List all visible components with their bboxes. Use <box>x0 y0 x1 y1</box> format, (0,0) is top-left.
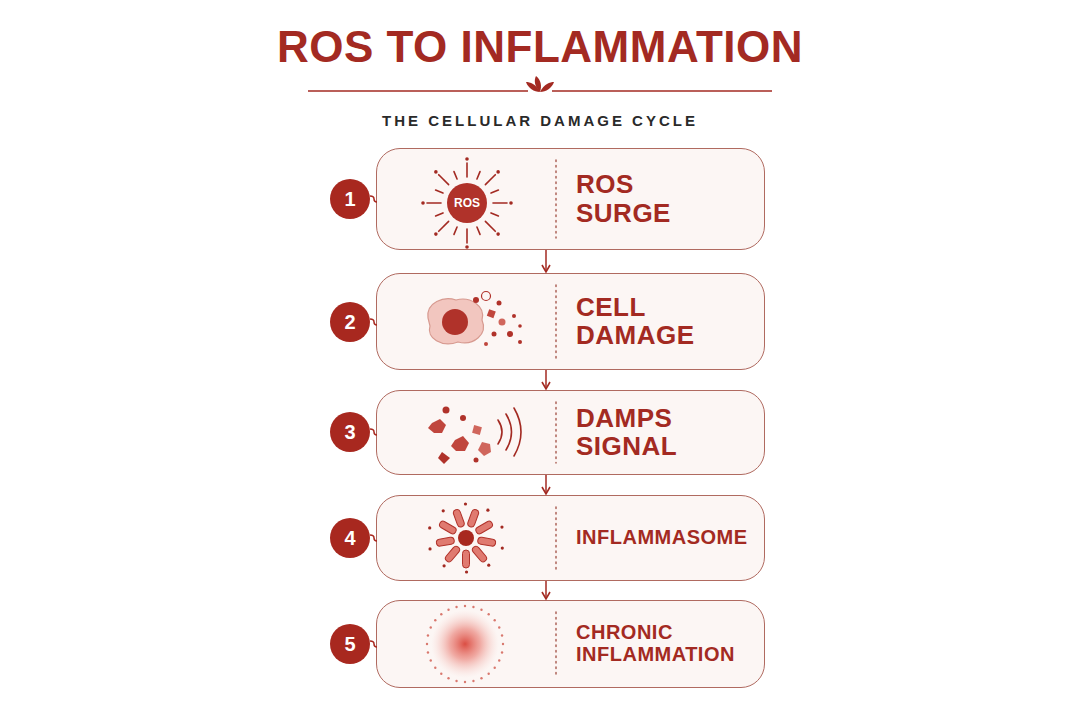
flow-arrow <box>545 250 547 272</box>
damaged-cell-icon <box>428 292 522 347</box>
damps-signal-icon <box>428 407 521 465</box>
callout-number: 1 <box>330 179 370 219</box>
step-label: ROS SURGE <box>576 170 671 226</box>
callout-number: 4 <box>330 518 370 558</box>
icon-label: ROS <box>447 193 487 213</box>
callout-number: 2 <box>330 302 370 342</box>
step-label: CELL DAMAGE <box>576 293 695 349</box>
callout-circle <box>330 179 370 664</box>
inflammasome-icon <box>428 502 504 573</box>
process-box: INFLAMMASOME <box>376 495 765 581</box>
step-label: CHRONIC INFLAMMATION <box>576 622 735 665</box>
flow-arrow <box>545 581 547 599</box>
flow-arrow <box>545 475 547 494</box>
callout-number: 5 <box>330 624 370 664</box>
step-label: DAMPS SIGNAL <box>576 404 677 460</box>
inflammation-glow-icon <box>426 605 504 683</box>
callout-number: 3 <box>330 412 370 452</box>
callout-tick <box>370 196 377 647</box>
step-label: INFLAMMASOME <box>576 527 748 549</box>
diagram-caption: THE CELLULAR DAMAGE CYCLE <box>0 112 1080 129</box>
flow-arrow <box>545 370 547 389</box>
dotted-divider <box>555 160 557 676</box>
leaf-mark <box>526 76 554 92</box>
ros-burst-icon <box>421 157 513 249</box>
diagram-title: ROS TO INFLAMMATION <box>0 22 1080 72</box>
